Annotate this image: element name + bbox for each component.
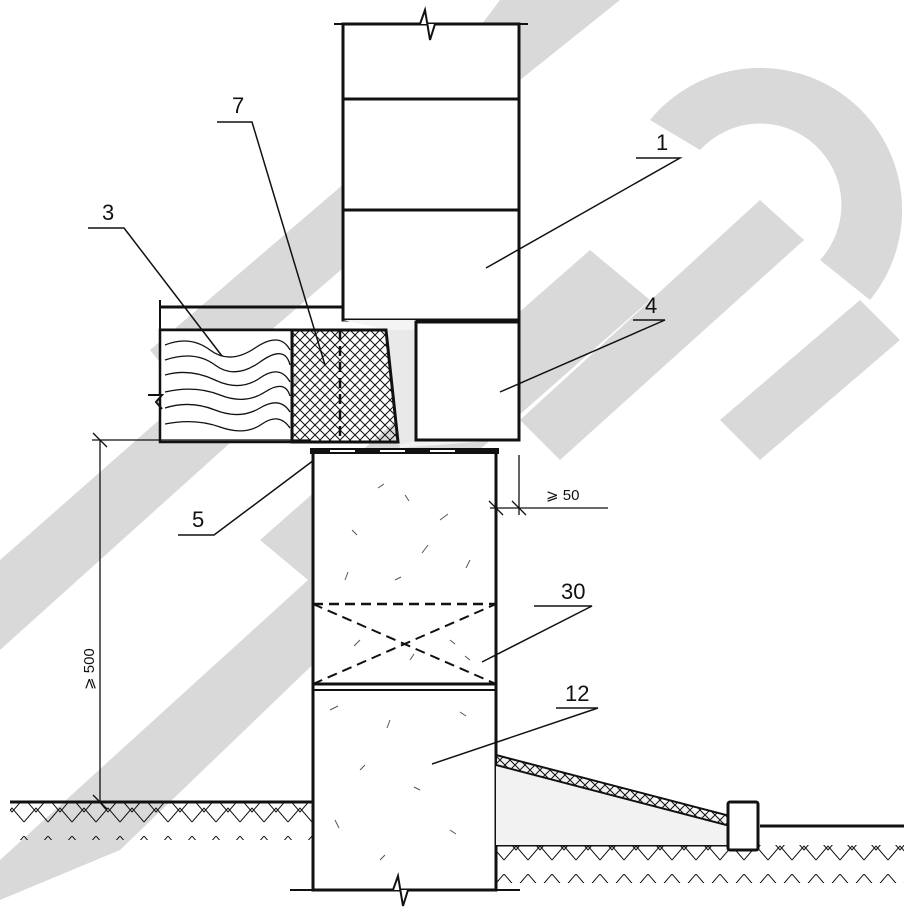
callout-5: 5 xyxy=(192,507,204,532)
callout-7: 7 xyxy=(232,93,244,118)
callout-3: 3 xyxy=(102,200,114,225)
callout-12: 12 xyxy=(565,681,589,706)
gap-dimension: ⩾ 50 xyxy=(488,455,608,516)
callout-4: 4 xyxy=(645,293,657,318)
callout-30: 30 xyxy=(561,579,585,604)
lower-brick xyxy=(414,320,521,442)
blind-area xyxy=(495,753,760,852)
height-dimension-label: ⩾ 500 xyxy=(81,648,98,690)
callout-1: 1 xyxy=(656,130,668,155)
height-dimension: ⩾ 500 xyxy=(81,432,310,810)
timber-joist xyxy=(148,328,294,444)
foundation-pillar xyxy=(290,448,520,907)
brick-wall xyxy=(334,6,528,324)
callout-labels: 1 4 3 7 5 30 12 xyxy=(102,93,668,706)
callout-leaders xyxy=(88,121,683,765)
ground-line xyxy=(10,800,904,883)
insulation-block xyxy=(290,328,400,444)
gap-dimension-label: ⩾ 50 xyxy=(546,487,579,504)
